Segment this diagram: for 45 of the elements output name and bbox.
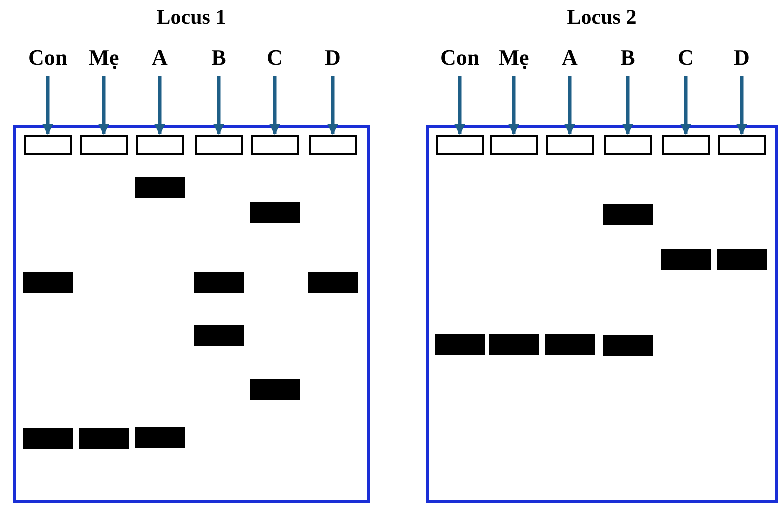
dna-band	[603, 204, 653, 225]
dna-band	[717, 249, 767, 270]
arrow	[154, 76, 166, 136]
arrow	[269, 76, 281, 136]
arrow	[98, 76, 110, 136]
arrow	[42, 76, 54, 136]
gel-title: Locus 1	[156, 4, 228, 30]
arrow	[508, 76, 520, 136]
dna-band	[489, 334, 539, 355]
dna-band	[308, 272, 358, 293]
sample-well	[24, 135, 72, 155]
sample-well	[490, 135, 538, 155]
lane-label: B	[598, 44, 658, 74]
sample-well	[546, 135, 594, 155]
arrow	[736, 76, 748, 136]
sample-well	[136, 135, 184, 155]
lane-label: D	[303, 44, 363, 74]
dna-band	[79, 428, 129, 449]
dna-band	[135, 177, 185, 198]
dna-band	[194, 272, 244, 293]
dna-band	[435, 334, 485, 355]
sample-well	[195, 135, 243, 155]
arrow	[327, 76, 339, 136]
dna-band	[545, 334, 595, 355]
sample-well	[436, 135, 484, 155]
arrow	[454, 76, 466, 136]
sample-well	[604, 135, 652, 155]
sample-well	[662, 135, 710, 155]
sample-well	[309, 135, 357, 155]
dna-band	[603, 335, 653, 356]
dna-band	[23, 428, 73, 449]
sample-well	[251, 135, 299, 155]
dna-band	[23, 272, 73, 293]
sample-well	[80, 135, 128, 155]
dna-band	[661, 249, 711, 270]
arrow	[213, 76, 225, 136]
sample-well	[718, 135, 766, 155]
arrow	[564, 76, 576, 136]
arrow	[622, 76, 634, 136]
arrow	[680, 76, 692, 136]
dna-band	[250, 202, 300, 223]
gel-title: Locus 2	[566, 4, 638, 30]
dna-band	[250, 379, 300, 400]
dna-band	[194, 325, 244, 346]
dna-band	[135, 427, 185, 448]
